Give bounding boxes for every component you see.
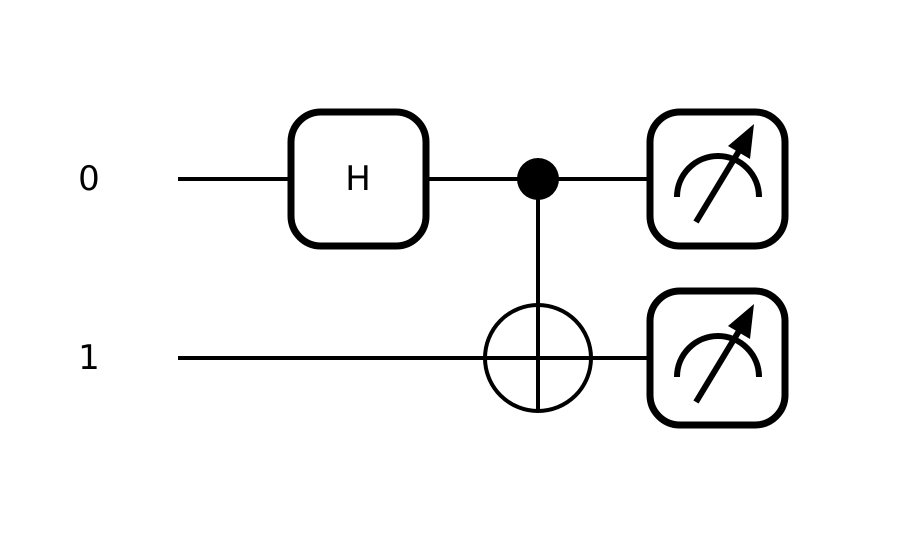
meter-icon — [674, 124, 762, 224]
hadamard-gate-label: H — [345, 159, 371, 199]
meter-icon — [674, 304, 762, 404]
qubit-label-1: 1 — [78, 338, 100, 378]
qubit-label-0: 0 — [78, 159, 100, 199]
cnot-control-dot — [517, 158, 559, 200]
measure-gate-box-0 — [646, 108, 789, 250]
hadamard-gate-box — [287, 108, 430, 250]
hadamard-gate: H — [287, 108, 430, 250]
cnot-target-circle — [483, 303, 593, 413]
measure-gate-box-1 — [646, 287, 789, 429]
measure-gate-0 — [646, 108, 789, 250]
cnot-gate — [483, 158, 593, 413]
measure-gate-1 — [646, 287, 789, 429]
